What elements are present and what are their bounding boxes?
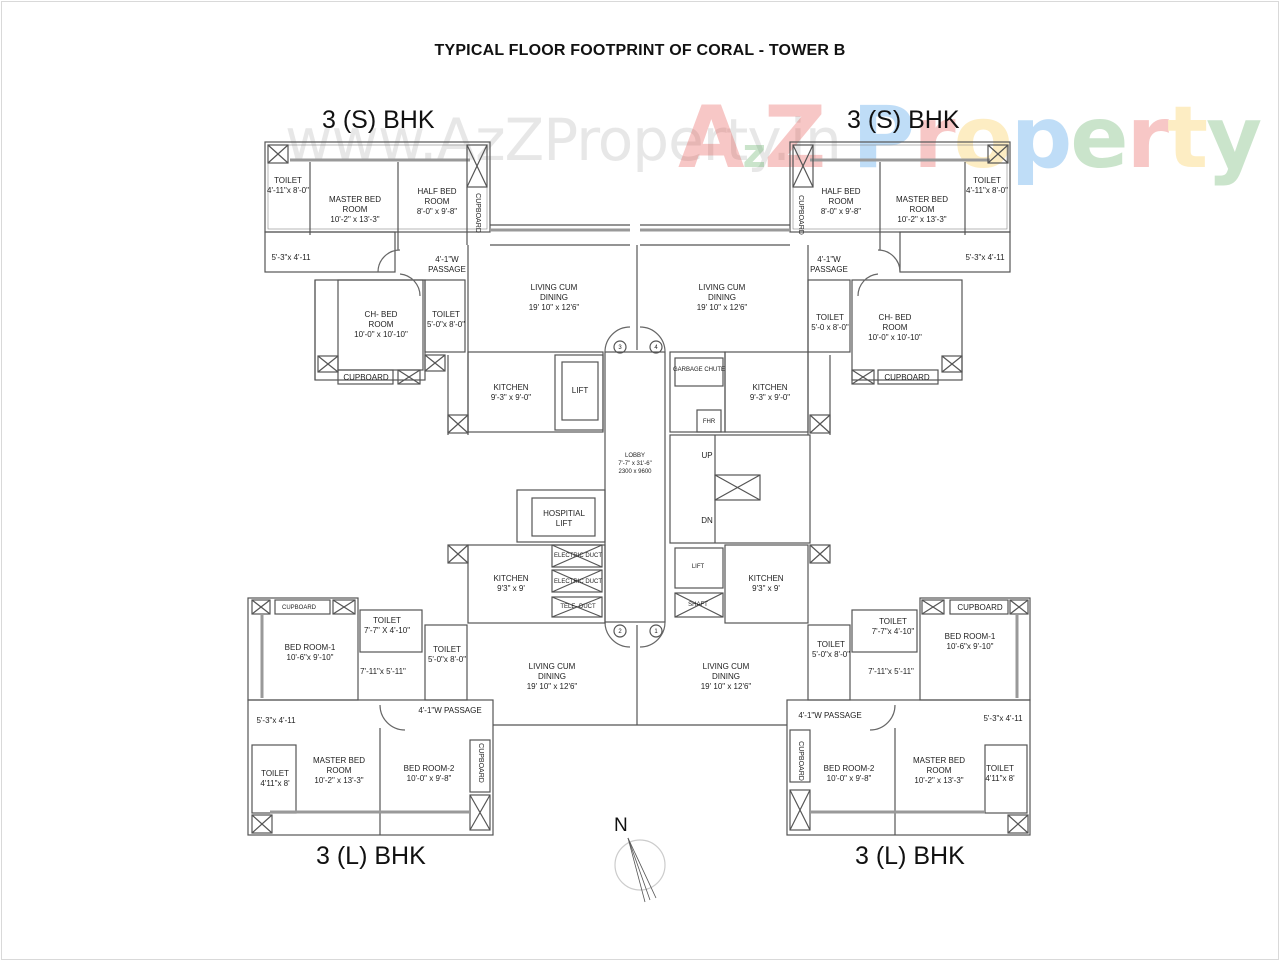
lift-small-label: LIFT bbox=[691, 564, 705, 570]
shaft-label: SHAFT bbox=[688, 602, 708, 608]
unit-top-right bbox=[640, 141, 1011, 435]
bl-passage-label: 4'-1"W PASSAGE bbox=[418, 706, 482, 715]
flat-number-4: 4 bbox=[654, 345, 658, 351]
br-passage-label: 4'-1"W PASSAGE bbox=[798, 711, 862, 720]
flat-number-3: 3 bbox=[618, 345, 622, 351]
unit-label-top-left: 3 (S) BHK bbox=[322, 106, 435, 134]
unit-top-left bbox=[264, 141, 630, 435]
tr-cupboard-vertical: CUPBOARD bbox=[797, 195, 804, 235]
flat-number-1: 1 bbox=[654, 629, 658, 635]
bl-cupboard-vertical: CUPBOARD bbox=[477, 743, 484, 783]
br-foyer-label: 7'-11"x 5'-11" bbox=[868, 667, 914, 676]
electric-duct-1-label: ELECTRIC DUCT bbox=[553, 553, 603, 559]
unit-label-top-right: 3 (S) BHK bbox=[847, 106, 960, 134]
tr-cupboard-label: CUPBOARD bbox=[884, 373, 930, 382]
tr-dress-label: 5'-3"x 4'-11 bbox=[965, 253, 1005, 262]
fhr-label: FHR bbox=[702, 419, 716, 425]
br-cupboard-label: CUPBOARD bbox=[957, 603, 1003, 612]
plan-title: TYPICAL FLOOR FOOTPRINT OF CORAL - TOWER… bbox=[434, 42, 846, 59]
br-cupboard-vertical: CUPBOARD bbox=[797, 741, 804, 781]
tl-cupboard-label: CUPBOARD bbox=[343, 373, 389, 382]
flat-number-2: 2 bbox=[618, 629, 622, 635]
tl-dress-label: 5'-3"x 4'-11 bbox=[271, 253, 311, 262]
garbage-chute-label: GARBAGE CHUTE bbox=[672, 367, 726, 373]
unit-label-bottom-right: 3 (L) BHK bbox=[855, 842, 965, 870]
tl-cupboard-vertical: CUPBOARD bbox=[474, 193, 481, 233]
north-arrow-icon bbox=[614, 837, 666, 903]
unit-bottom-left bbox=[247, 544, 637, 836]
electric-duct-2-label: ELECTRIC DUCT bbox=[553, 579, 603, 585]
br-dress-label: 5'-3"x 4'-11 bbox=[983, 714, 1023, 723]
unit-label-bottom-left: 3 (L) BHK bbox=[316, 842, 426, 870]
stair-down-label: DN bbox=[701, 516, 713, 525]
bl-cupboard-label: CUPBOARD bbox=[281, 605, 317, 611]
bl-dress-label: 5'-3"x 4'-11 bbox=[256, 716, 296, 725]
tele-duct-label: TELE- DUCT bbox=[560, 604, 596, 610]
core bbox=[516, 245, 811, 725]
lift-label: LIFT bbox=[571, 386, 589, 395]
bl-foyer-label: 7'-11"x 5'-11" bbox=[360, 667, 406, 676]
north-label: N bbox=[614, 815, 628, 836]
unit-bottom-right bbox=[637, 544, 1031, 836]
stair-up-label: UP bbox=[701, 451, 713, 460]
